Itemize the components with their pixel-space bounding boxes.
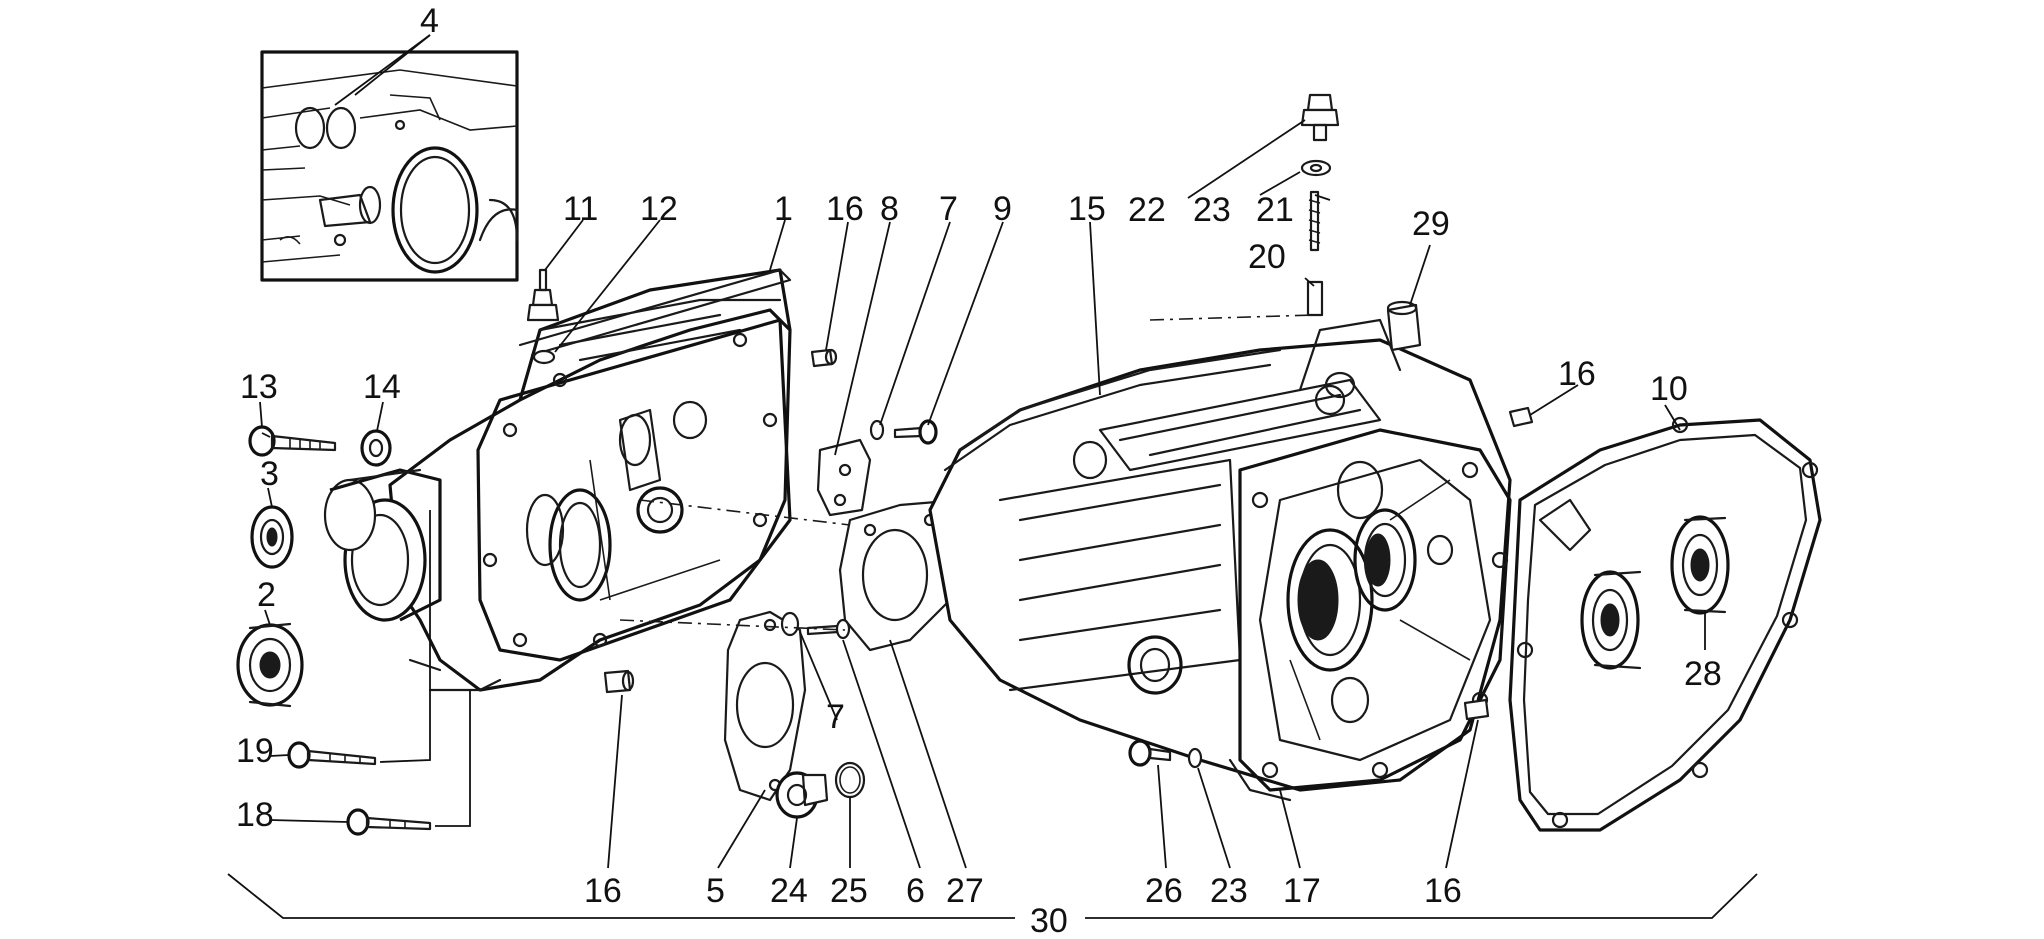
plunger-20 bbox=[1306, 280, 1324, 317]
label-27: 27 bbox=[946, 872, 984, 910]
label-5: 5 bbox=[706, 872, 725, 910]
end-gasket bbox=[1508, 416, 1822, 832]
bearing-2 bbox=[236, 622, 304, 708]
pin-16-top bbox=[810, 348, 838, 368]
washer-12 bbox=[532, 349, 556, 365]
right-housing bbox=[928, 318, 1512, 802]
screw-6 bbox=[806, 618, 851, 640]
label-14: 14 bbox=[363, 368, 401, 406]
label-19: 19 bbox=[236, 732, 274, 770]
label-12: 12 bbox=[640, 190, 678, 228]
spring-21 bbox=[1308, 190, 1321, 252]
label-16-a: 16 bbox=[826, 190, 864, 228]
label-1: 1 bbox=[774, 190, 793, 228]
bearing-28 bbox=[1580, 515, 1730, 670]
seal-3 bbox=[250, 505, 294, 569]
label-18: 18 bbox=[236, 796, 274, 834]
washer-23-bottom bbox=[1187, 747, 1203, 769]
label-15: 15 bbox=[1068, 190, 1106, 228]
label-4: 4 bbox=[420, 2, 439, 40]
label-13: 13 bbox=[240, 368, 278, 406]
bracket-plate bbox=[816, 438, 872, 517]
label-30: 30 bbox=[1030, 902, 1068, 939]
pin-16-right bbox=[1508, 406, 1534, 428]
bolt-19 bbox=[287, 741, 377, 769]
sender-22 bbox=[1300, 93, 1340, 142]
callout-labels: 4 11 12 1 16 8 7 9 15 22 23 21 20 29 16 … bbox=[236, 2, 1722, 939]
label-7-b: 7 bbox=[826, 698, 845, 736]
inset-detail-box bbox=[260, 50, 519, 282]
label-24: 24 bbox=[770, 872, 808, 910]
label-23-b: 23 bbox=[1210, 872, 1248, 910]
label-6: 6 bbox=[906, 872, 925, 910]
leader-lines bbox=[259, 34, 1706, 869]
label-23-a: 23 bbox=[1193, 191, 1231, 229]
nut-14 bbox=[360, 429, 392, 467]
label-2: 2 bbox=[257, 576, 276, 614]
washer-23-top bbox=[1300, 159, 1332, 177]
o-ring-25 bbox=[834, 761, 866, 799]
label-11: 11 bbox=[563, 190, 598, 228]
label-16-c: 16 bbox=[584, 872, 622, 910]
label-7-a: 7 bbox=[939, 190, 958, 228]
plug-24 bbox=[775, 771, 829, 819]
label-28: 28 bbox=[1684, 655, 1722, 693]
label-21: 21 bbox=[1256, 191, 1294, 229]
pin-16-bottom-right bbox=[1463, 698, 1490, 721]
sensor-11 bbox=[526, 268, 560, 322]
label-26: 26 bbox=[1145, 872, 1183, 910]
label-16-d: 16 bbox=[1424, 872, 1462, 910]
bushing-29 bbox=[1386, 300, 1422, 352]
group-bracket-30 bbox=[227, 873, 1758, 919]
label-9: 9 bbox=[993, 190, 1012, 228]
label-22: 22 bbox=[1128, 191, 1166, 229]
bolt-9 bbox=[893, 419, 938, 445]
label-10: 10 bbox=[1650, 370, 1688, 408]
label-25: 25 bbox=[830, 872, 868, 910]
washer-7-top bbox=[869, 419, 885, 441]
label-8: 8 bbox=[880, 190, 899, 228]
label-16-b: 16 bbox=[1558, 355, 1596, 393]
label-20: 20 bbox=[1248, 238, 1286, 276]
label-29: 29 bbox=[1412, 205, 1450, 243]
bolt-18 bbox=[346, 808, 432, 836]
left-housing bbox=[323, 268, 792, 692]
label-17: 17 bbox=[1283, 872, 1321, 910]
washer-7-bottom bbox=[780, 611, 800, 637]
bolt-26 bbox=[1128, 739, 1172, 767]
label-3: 3 bbox=[260, 455, 279, 493]
pin-16-bottom-left bbox=[603, 669, 635, 694]
bolt-13 bbox=[248, 425, 337, 457]
